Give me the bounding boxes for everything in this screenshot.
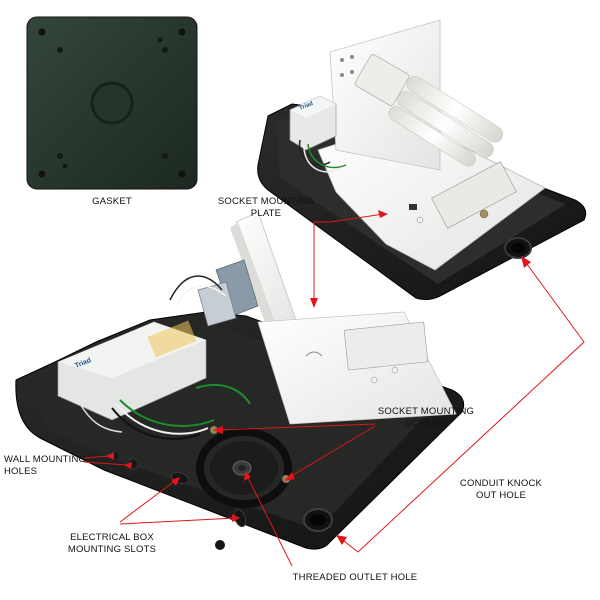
gasket-label: GASKET <box>82 196 142 208</box>
callout-socket-plate-right <box>329 213 385 223</box>
callout-wall-2 <box>83 461 129 466</box>
gasket-label-text: GASKET <box>92 196 132 207</box>
ebox-label: ELECTRICAL BOX MOUNTING SLOTS <box>52 532 172 556</box>
arrow-conduit-top <box>521 256 531 268</box>
assembled-fixture: Triad <box>257 19 587 301</box>
threaded-label: THREADED OUTLET HOLE <box>280 572 430 584</box>
socket-screws-label-line2: SCREWS <box>404 418 448 429</box>
socket-plate-label-line1: SOCKET MOUNTING <box>217 196 315 207</box>
arrow-ebox-1 <box>171 477 180 486</box>
arrow-plate-right <box>378 210 388 218</box>
arrow-plate-left <box>310 298 318 308</box>
threaded-label-text: THREADED OUTLET HOLE <box>292 572 418 583</box>
arrow-screw-1 <box>213 426 223 434</box>
gasket-figure <box>26 16 198 190</box>
conduit-label: CONDUIT KNOCK OUT HOLE <box>446 478 556 502</box>
arrow-wall-1 <box>106 452 114 460</box>
socket-plate-label: SOCKET MOUNTING PLATE <box>212 196 320 220</box>
callout-conduit <box>339 259 585 553</box>
arrow-screw-2 <box>284 472 295 481</box>
arrow-threaded <box>244 471 251 481</box>
socket-screws-label: SOCKET MOUNTING SCREWS <box>370 406 482 430</box>
ballast-brand-top: Triad <box>299 101 315 112</box>
wall-holes-label: WALL MOUNTING HOLES <box>4 454 88 478</box>
conduit-label-line1: CONDUIT KNOCK <box>459 478 543 489</box>
conduit-label-line2: OUT HOLE <box>476 490 526 501</box>
wall-holes-label-line2: HOLES <box>4 466 38 477</box>
socket-screws-label-line1: SOCKET MOUNTING <box>377 406 475 417</box>
callout-wall-1 <box>83 455 111 459</box>
socket-plate-label-line2: PLATE <box>250 208 282 219</box>
ebox-label-line2: MOUNTING SLOTS <box>67 544 157 555</box>
open-fixture: Triad <box>15 211 465 550</box>
callout-screw-2 <box>287 425 376 479</box>
arrow-conduit-bottom <box>336 535 347 545</box>
callout-screw-1 <box>217 423 376 431</box>
callout-lines <box>83 213 585 567</box>
callout-ebox-1 <box>119 479 177 523</box>
callout-threaded <box>245 473 293 567</box>
arrow-ebox-2 <box>232 514 240 522</box>
wall-holes-label-line1: WALL MOUNTING <box>4 454 87 465</box>
callout-ebox-2 <box>119 517 237 525</box>
arrow-wall-2 <box>124 462 132 469</box>
callout-socket-plate-left <box>313 221 330 304</box>
callout-arrowheads <box>106 210 531 545</box>
ebox-label-line1: ELECTRICAL BOX <box>70 532 154 543</box>
